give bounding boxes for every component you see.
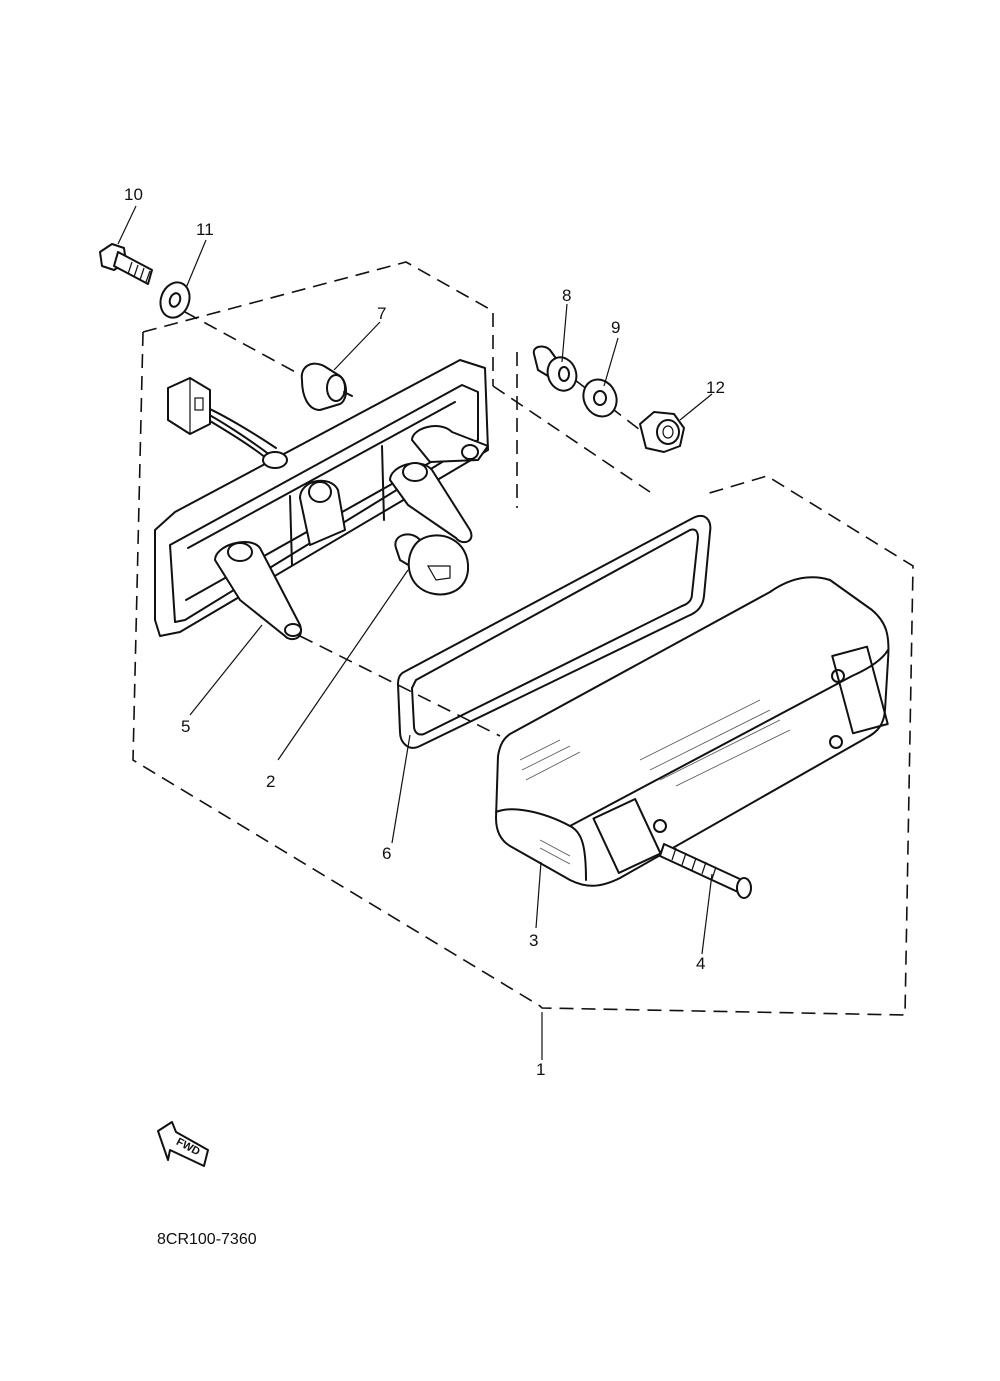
callout-3: 3 [529, 931, 539, 950]
nut-part-12 [639, 411, 685, 453]
lens-texture [519, 699, 791, 865]
bulb-part-2 [394, 533, 470, 596]
callout-8: 8 [562, 286, 572, 305]
assembly-boundary [132, 261, 914, 1016]
callout-5: 5 [181, 717, 191, 736]
collar-part-8 [532, 345, 578, 392]
callout-6: 6 [382, 844, 392, 863]
callout-12: 12 [706, 378, 725, 397]
callout-10: 10 [124, 185, 143, 204]
callout-9: 9 [611, 318, 621, 337]
gasket-part-6 [397, 514, 712, 749]
callout-1: 1 [536, 1060, 546, 1079]
leader-lines [117, 205, 713, 1060]
screw-part-4 [659, 843, 752, 899]
housing-part-5 [154, 359, 489, 641]
callout-4: 4 [696, 954, 706, 973]
washer-part-9 [582, 378, 618, 418]
lens-part-3 [495, 576, 890, 887]
callout-2: 2 [266, 772, 276, 791]
grommet-part-7 [300, 362, 353, 411]
bolt-part-10 [99, 243, 153, 285]
fwd-arrow-icon: FWD [157, 1121, 209, 1167]
callout-11: 11 [196, 220, 214, 239]
callout-7: 7 [377, 304, 387, 323]
washer-part-11 [159, 281, 191, 319]
diagram-code: 8CR100-7360 [157, 1231, 257, 1248]
